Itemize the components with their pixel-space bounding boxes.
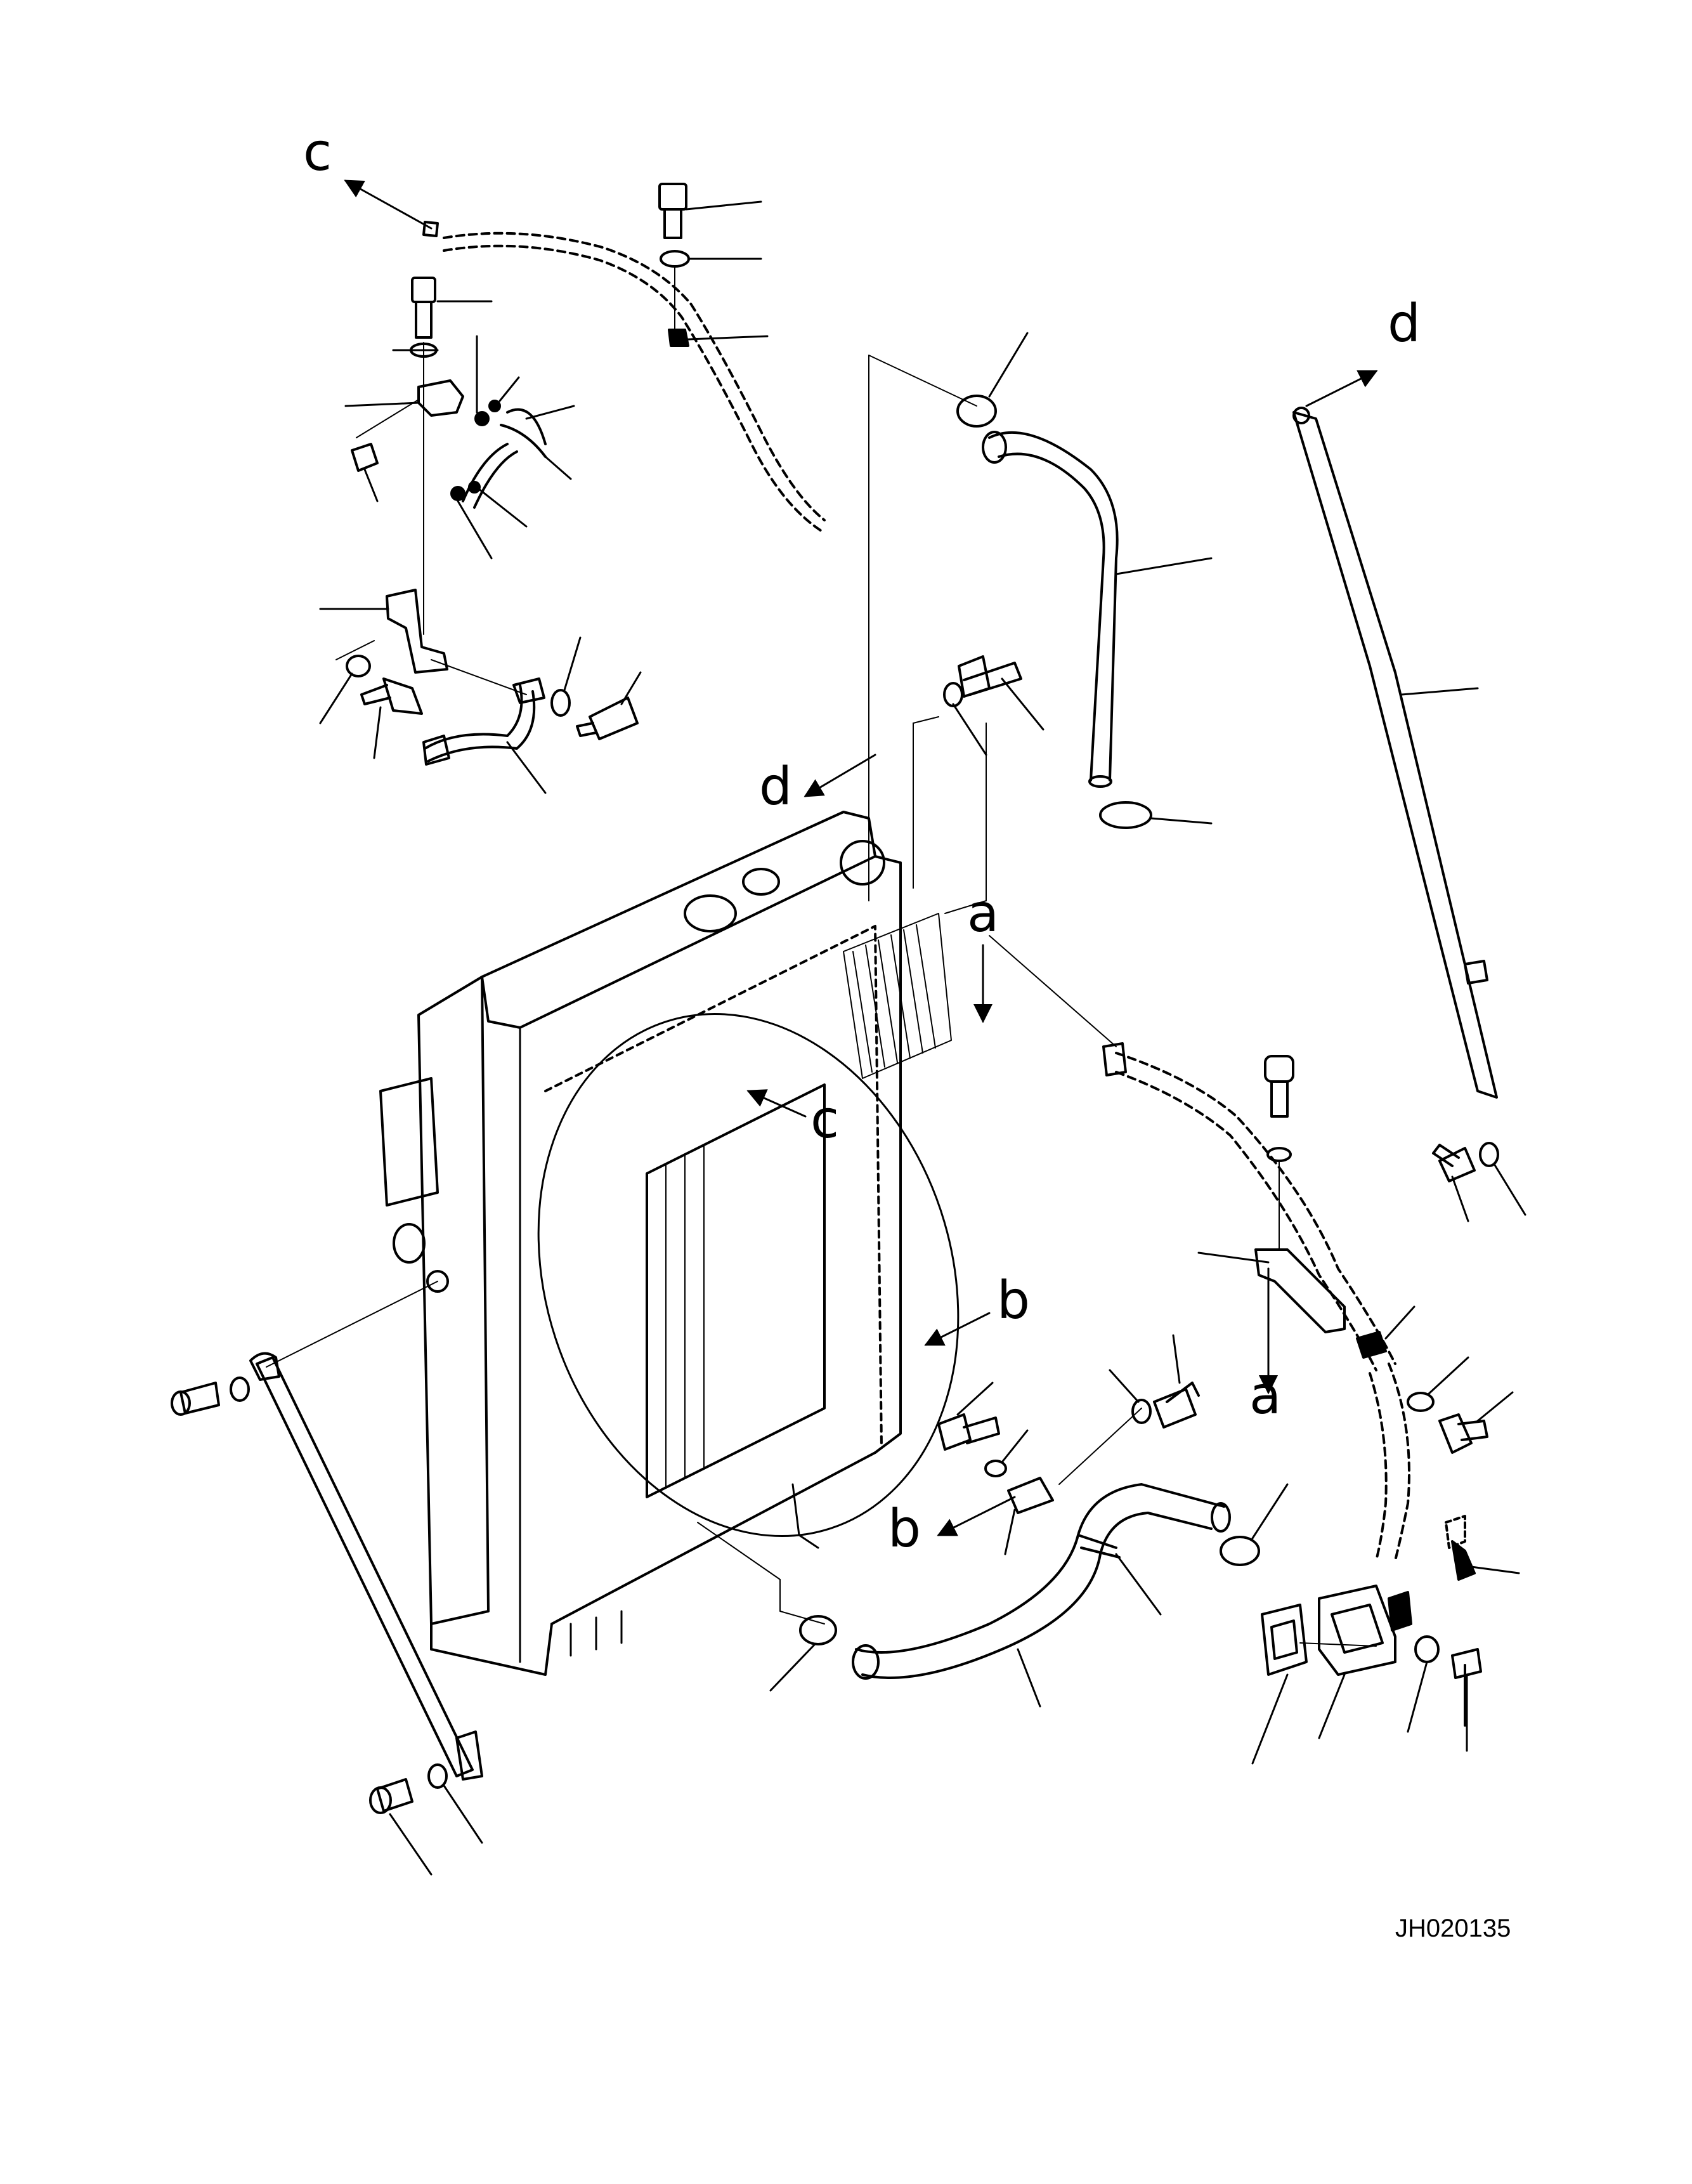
callout-c-top: c (303, 122, 332, 183)
arrow-b-bottom (937, 1496, 1016, 1536)
upper-left-pipe-group (344, 277, 575, 635)
right-tie-rod (1292, 370, 1526, 1222)
upper-radiator-hose (956, 332, 1213, 829)
arrow-c-top (344, 180, 433, 230)
callout-c-mid: c (810, 1090, 840, 1150)
arrow-d-mid (804, 754, 876, 797)
callout-b-bottom: b (888, 1499, 921, 1559)
lower-radiator-hose (769, 1334, 1289, 1708)
bracket-and-grab-handle (319, 589, 642, 794)
left-tie-rod (171, 1352, 483, 1876)
right-hose-a (913, 655, 1514, 1562)
callout-d-mid: d (759, 757, 793, 817)
callout-a-bottom: a (1249, 1366, 1282, 1426)
radiator-core (266, 811, 960, 1676)
callout-d-top: d (1388, 294, 1421, 354)
arrow-c-mid (746, 1089, 807, 1118)
dashed-hose-c (443, 232, 826, 534)
water-outlet-housing (1251, 1515, 1520, 1765)
callout-b-top: b (997, 1271, 1031, 1331)
top-center-bolt (658, 183, 769, 347)
callout-a-top: a (967, 884, 999, 944)
arrow-b-top (924, 1312, 991, 1346)
drawing-number: JH020135 (1395, 1914, 1511, 1942)
